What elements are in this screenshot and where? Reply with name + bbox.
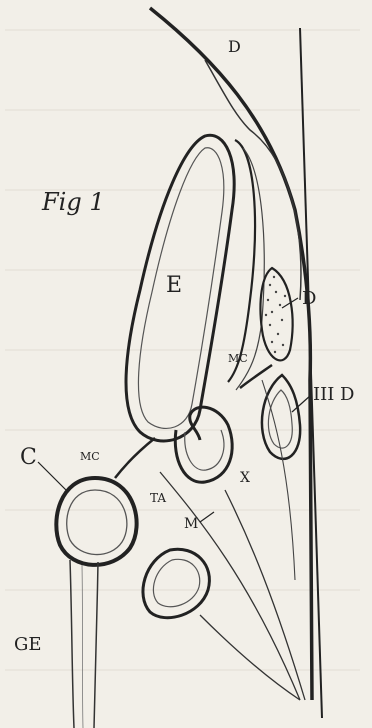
stalk-left-line [70,560,74,728]
label-m: M [184,516,198,532]
paper-texture [5,30,360,670]
sac-iii-d-outer [262,375,300,459]
label-mc-left: MC [80,450,100,463]
label-x: X [240,470,250,486]
converging-line-1 [160,472,300,700]
label-e: E [166,273,182,298]
figure-title: Fig 1 [41,188,105,216]
label-ta: TA [150,491,166,505]
mc-left-bridge [115,438,155,478]
label-ge: GE [14,634,42,655]
circle-c-inner [67,490,127,555]
label-d-right: D [302,288,316,309]
stipple-dots [265,276,286,353]
leader-m [200,512,214,522]
label-d-top: D [228,37,241,56]
stalk-right-line [94,562,98,728]
lower-oval-inner [153,559,199,606]
converging-line-3 [200,615,300,700]
hook-structure-inner [185,430,224,470]
label-iii-d: III D [313,384,354,405]
converging-line-2 [225,490,305,700]
sac-iii-d-inner [268,390,292,448]
label-mc-right: MC [228,352,248,365]
label-c: C [20,445,37,470]
leader-c [38,462,68,492]
stalk-fiber-line [82,565,83,728]
circle-c-outer [56,478,136,565]
companion-tube-outer [228,140,255,382]
